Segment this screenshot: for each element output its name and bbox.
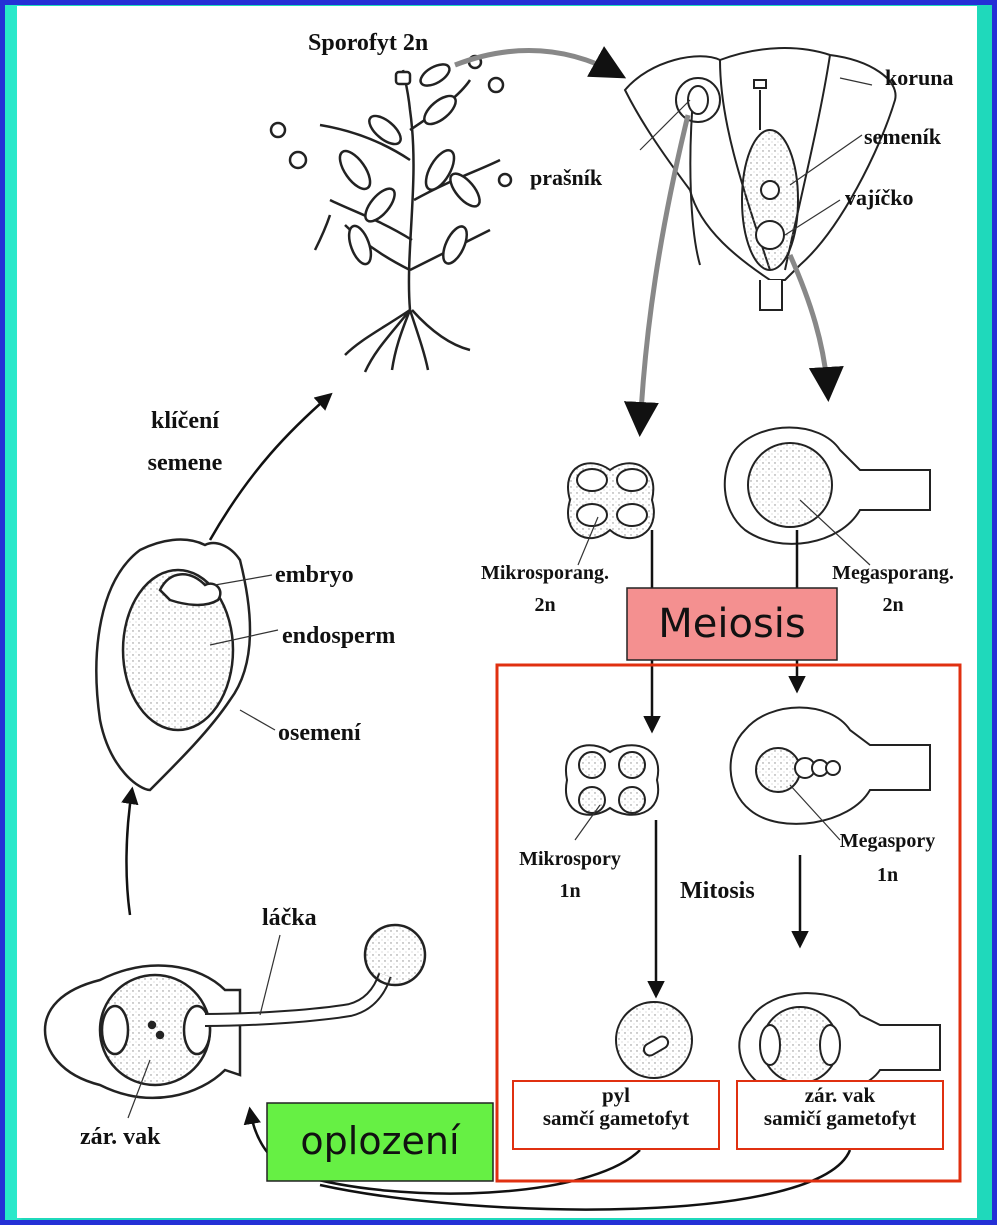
label-embryo: embryo — [275, 562, 354, 588]
label-semenik: semeník — [864, 125, 941, 149]
pyl-box-line2: samčí gametofyt — [514, 1107, 718, 1130]
zar-vak-box-line2: samičí gametofyt — [738, 1107, 942, 1130]
fertilization-sac — [45, 925, 425, 1098]
label-mikrospory: Mikrospory — [490, 848, 650, 870]
pollen-grain — [616, 1002, 692, 1078]
label-koruna: koruna — [885, 66, 953, 90]
label-semene: semene — [120, 450, 250, 476]
megaspores — [731, 708, 930, 824]
pyl-box: pyl samčí gametofyt — [512, 1080, 720, 1150]
pyl-box-line1: pyl — [514, 1084, 718, 1107]
label-megaspory: Megaspory — [815, 830, 960, 852]
label-osemeni: osemení — [278, 720, 361, 746]
label-mitosis: Mitosis — [680, 878, 755, 904]
flower — [625, 48, 896, 310]
label-endosperm: endosperm — [282, 623, 395, 649]
zar-vak-box-line1: zár. vak — [738, 1084, 942, 1107]
label-mikrospory-n: 1n — [490, 880, 650, 902]
oplozeni-box: oplození — [267, 1112, 493, 1170]
label-kliceni: klíčení — [120, 408, 250, 434]
label-megaspory-n: 1n — [815, 864, 960, 886]
zar-vak-box: zár. vak samičí gametofyt — [736, 1080, 944, 1150]
meiosis-box: Meiosis — [627, 596, 837, 652]
microspores — [566, 745, 658, 815]
sporophyte-plant — [271, 56, 511, 372]
label-megasporang: Megasporang. — [808, 562, 978, 584]
label-sporofyt: Sporofyt 2n — [308, 30, 428, 56]
label-zar-vak: zár. vak — [80, 1124, 160, 1150]
seed — [96, 540, 250, 790]
label-vajicko: vajíčko — [845, 186, 913, 210]
megasporangium — [725, 428, 930, 544]
label-mikrosporang-n: 2n — [460, 594, 630, 616]
label-mikrosporang: Mikrosporang. — [460, 562, 630, 584]
label-lacka: láčka — [262, 905, 317, 931]
microsporangium — [568, 463, 654, 538]
label-prasnik: prašník — [530, 166, 602, 190]
